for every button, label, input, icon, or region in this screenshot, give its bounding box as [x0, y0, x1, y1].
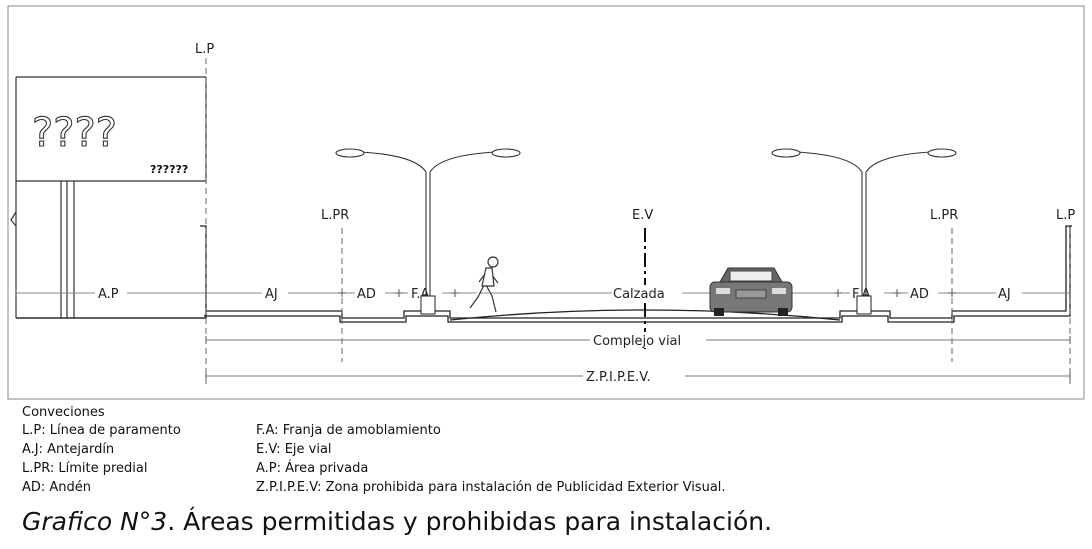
street-lamp-left	[335, 148, 521, 315]
legend-item-ad: AD: Andén	[22, 480, 91, 495]
zone-ticks	[15, 289, 1071, 297]
street-profile	[16, 225, 1072, 323]
car	[709, 267, 793, 316]
legend-item-fa: F.A: Franja de amoblamiento	[256, 423, 441, 438]
label-ad-left: AD	[357, 287, 376, 302]
figure-caption: Grafico N°3. Áreas permitidas y prohibid…	[22, 507, 772, 536]
street-lamp-right	[771, 148, 957, 315]
label-lpr-left: L.PR	[321, 208, 349, 223]
building-small-text: ??????	[150, 163, 188, 176]
label-ad-right: AD	[910, 287, 929, 302]
building-sign-text: ????	[32, 110, 117, 156]
caption-rest: . Áreas permitidas y prohibidas para ins…	[167, 507, 772, 536]
legend-item-zpipev: Z.P.I.P.E.V: Zona prohibida para instala…	[256, 480, 726, 495]
label-aj-left: AJ	[265, 287, 278, 302]
zone-labels: A.P AJ AD F.A Calzada F.A AD AJ	[95, 285, 1022, 302]
legend-item-ap: A.P: Área privada	[256, 460, 368, 476]
legend-item-lpr: L.PR: Límite predial	[22, 461, 147, 476]
legend-item-ev: E.V: Eje vial	[256, 442, 332, 457]
label-complejo-vial: Complejo vial	[593, 334, 681, 349]
legend-item-aj: A.J: Antejardín	[22, 442, 114, 457]
legend-item-lp: L.P: Línea de paramento	[22, 423, 181, 438]
label-calzada: Calzada	[613, 287, 665, 302]
label-lp-left: L.P	[195, 42, 214, 57]
legend: Conveciones L.P: Línea de paramento A.J:…	[22, 405, 726, 495]
caption-italic: Grafico N°3	[22, 507, 167, 536]
label-zpipev: Z.P.I.P.E.V.	[586, 370, 651, 385]
label-ev: E.V	[632, 208, 653, 223]
label-lpr-right: L.PR	[930, 208, 958, 223]
label-lp-right: L.P	[1056, 208, 1075, 223]
label-ap: A.P	[98, 287, 119, 302]
diagram-frame	[7, 5, 1085, 400]
pedestrian-figure	[469, 256, 499, 313]
legend-title: Conveciones	[22, 405, 105, 420]
label-aj-right: AJ	[998, 287, 1011, 302]
